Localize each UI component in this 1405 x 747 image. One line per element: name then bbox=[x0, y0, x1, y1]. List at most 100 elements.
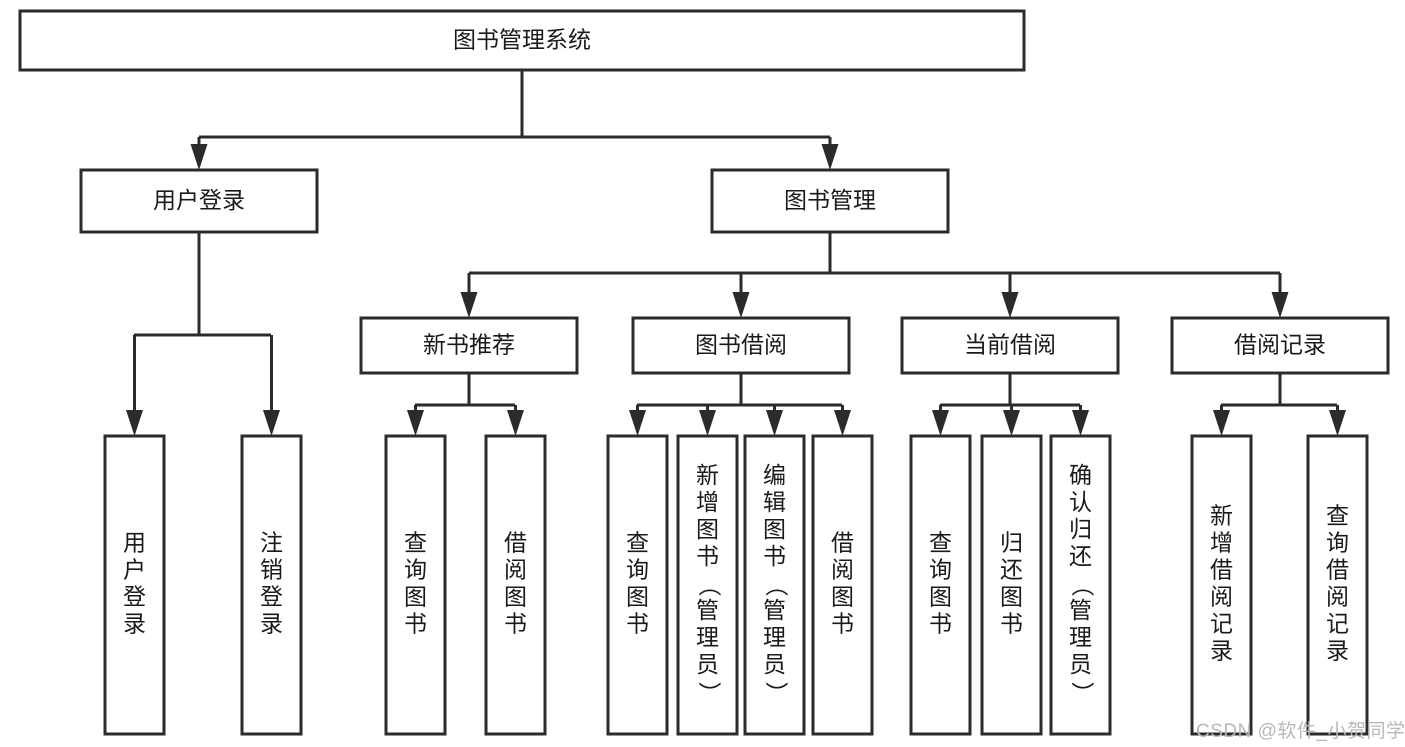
node-label-char: 查 bbox=[1326, 503, 1349, 529]
node-label-char: 图 bbox=[404, 584, 427, 610]
node-l2-borrow[interactable]: 图书借阅 bbox=[631, 316, 851, 375]
node-box[interactable] bbox=[606, 434, 669, 736]
node-box[interactable] bbox=[384, 434, 447, 736]
arrow-head-icon bbox=[821, 144, 839, 170]
node-label-char: 查 bbox=[404, 530, 427, 556]
node-label-char: 辑 bbox=[763, 489, 786, 515]
node-box[interactable] bbox=[909, 434, 972, 736]
node-box[interactable] bbox=[484, 434, 547, 736]
node-label: 图书管理 bbox=[784, 187, 876, 213]
node-label-char: 户 bbox=[123, 557, 146, 583]
node-box[interactable] bbox=[676, 434, 739, 736]
node-label-char: 理 bbox=[1069, 624, 1092, 650]
node-l1-login[interactable]: 用户登录 bbox=[79, 168, 319, 234]
node-label-char: 询 bbox=[1326, 530, 1349, 556]
node-box[interactable] bbox=[900, 316, 1120, 375]
node-box[interactable] bbox=[980, 434, 1043, 736]
node-l3-userlogin[interactable]: 用户登录 bbox=[103, 434, 166, 736]
node-label-char: 查 bbox=[929, 530, 952, 556]
node-box[interactable] bbox=[811, 434, 874, 736]
arrow-head-icon bbox=[126, 410, 143, 436]
node-label-char: 记 bbox=[1326, 611, 1349, 637]
arrow-head-icon bbox=[407, 410, 424, 436]
node-box[interactable] bbox=[1190, 434, 1253, 736]
node-root[interactable]: 图书管理系统 bbox=[18, 9, 1026, 72]
node-label-char: 图 bbox=[504, 584, 527, 610]
node-label-char: 管 bbox=[1069, 597, 1092, 623]
node-box[interactable] bbox=[743, 434, 806, 736]
node-label-char: （ bbox=[763, 574, 789, 597]
node-label-char: 借 bbox=[1210, 557, 1233, 583]
node-label-char: ） bbox=[1069, 682, 1095, 705]
arrow-head-icon bbox=[1001, 292, 1019, 318]
node-box[interactable] bbox=[631, 316, 851, 375]
node-l2-current[interactable]: 当前借阅 bbox=[900, 316, 1120, 375]
node-box[interactable] bbox=[18, 9, 1026, 72]
node-label: 当前借阅 bbox=[964, 332, 1056, 358]
node-label-char: 员 bbox=[1069, 651, 1092, 677]
node-label-char: 管 bbox=[763, 597, 786, 623]
node-box[interactable] bbox=[1170, 316, 1390, 375]
node-box[interactable] bbox=[79, 168, 319, 234]
arrow-head-icon bbox=[732, 292, 750, 318]
node-box[interactable] bbox=[103, 434, 166, 736]
node-box[interactable] bbox=[240, 434, 303, 736]
node-label-char: 增 bbox=[1210, 530, 1233, 556]
node-l2-newbook[interactable]: 新书推荐 bbox=[359, 316, 579, 375]
node-label-char: 阅 bbox=[1326, 584, 1349, 610]
node-l1-bookmgmt[interactable]: 图书管理 bbox=[710, 168, 950, 234]
node-label-char: 图 bbox=[929, 584, 952, 610]
node-box[interactable] bbox=[359, 316, 579, 375]
arrow-head-icon bbox=[190, 144, 208, 170]
node-label-char: 注 bbox=[260, 530, 283, 556]
node-label-char: 销 bbox=[260, 557, 283, 583]
node-label-char: 录 bbox=[1210, 638, 1233, 664]
node-label-char: 借 bbox=[831, 530, 854, 556]
node-box[interactable] bbox=[1049, 434, 1112, 736]
node-label-char: 录 bbox=[1326, 638, 1349, 664]
node-label-char: 询 bbox=[626, 557, 649, 583]
edges-layer bbox=[126, 70, 1346, 436]
node-label-char: 归 bbox=[1000, 530, 1023, 556]
node-label-char: 书 bbox=[929, 611, 952, 637]
node-label-char: 员 bbox=[696, 651, 719, 677]
node-label-char: 图 bbox=[696, 516, 719, 542]
arrow-head-icon bbox=[1329, 410, 1346, 436]
node-label-char: 用 bbox=[123, 530, 146, 556]
node-label-char: 还 bbox=[1000, 557, 1023, 583]
arrow-head-icon bbox=[1271, 292, 1289, 318]
node-label-char: 登 bbox=[123, 584, 146, 610]
node-box[interactable] bbox=[710, 168, 950, 234]
node-label-char: 认 bbox=[1069, 489, 1092, 515]
arrow-head-icon bbox=[699, 410, 716, 436]
node-label-char: （ bbox=[696, 574, 722, 597]
node-label-char: 确 bbox=[1069, 462, 1092, 488]
node-label: 图书管理系统 bbox=[453, 27, 591, 53]
node-label-char: 理 bbox=[696, 624, 719, 650]
arrow-head-icon bbox=[1003, 410, 1020, 436]
node-l2-record[interactable]: 借阅记录 bbox=[1170, 316, 1390, 375]
arrow-head-icon bbox=[629, 410, 646, 436]
node-label-char: 图 bbox=[831, 584, 854, 610]
node-label-char: 询 bbox=[404, 557, 427, 583]
node-label-char: 书 bbox=[626, 611, 649, 637]
node-label-char: 书 bbox=[831, 611, 854, 637]
node-box[interactable] bbox=[1306, 434, 1369, 736]
node-label-char: 还 bbox=[1069, 543, 1092, 569]
node-label-char: 书 bbox=[1000, 611, 1023, 637]
arrow-head-icon bbox=[1072, 410, 1089, 436]
